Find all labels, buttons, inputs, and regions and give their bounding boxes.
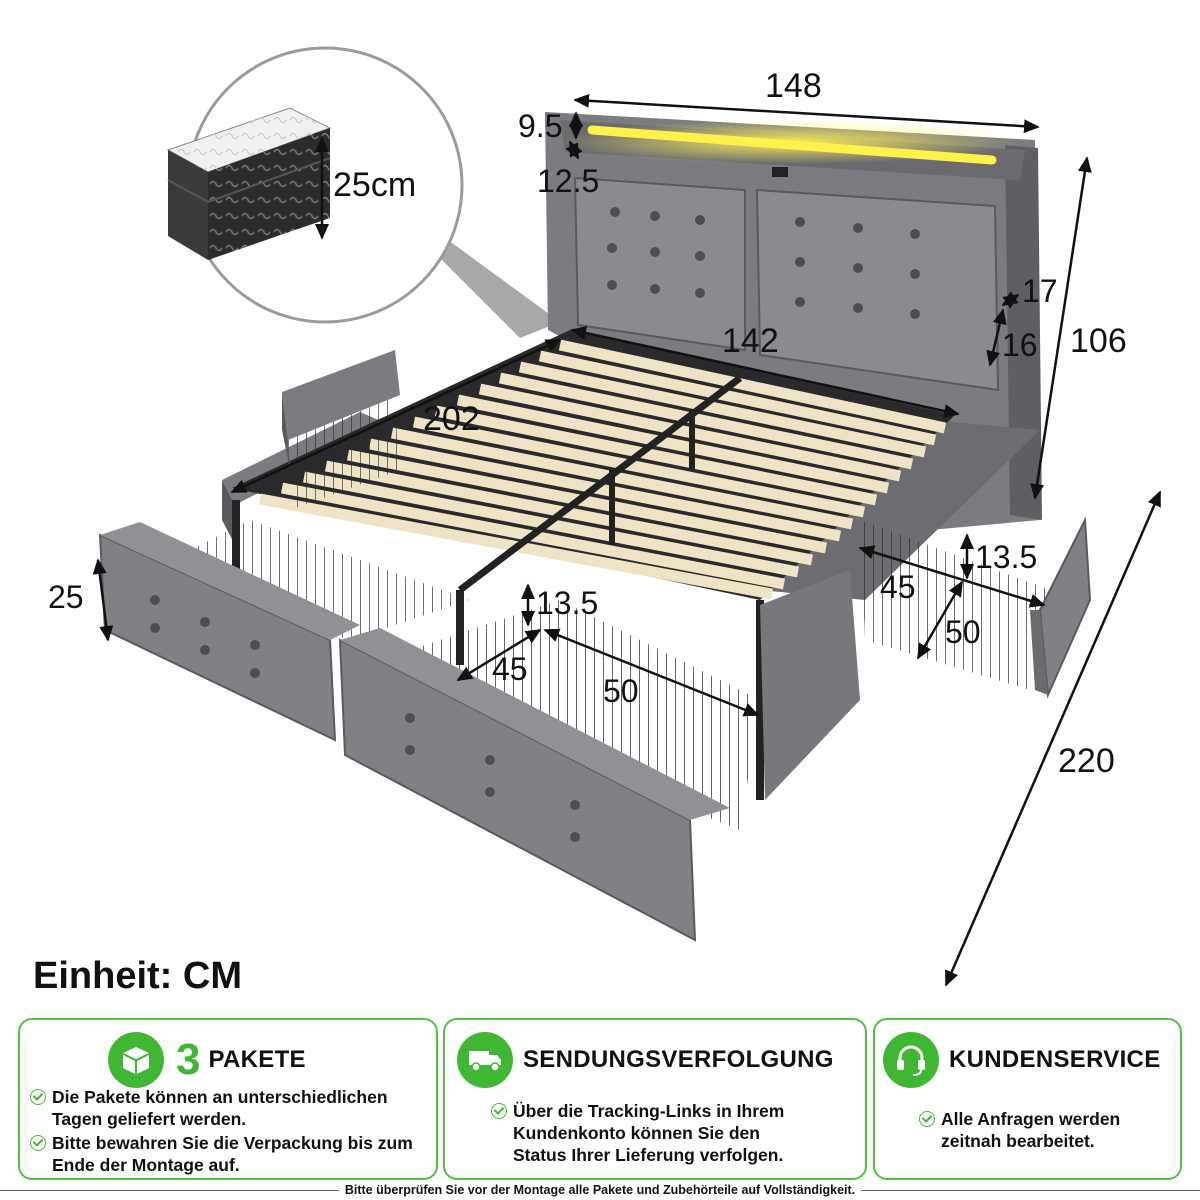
packages-item: Die Pakete können an unterschiedlichen T… — [30, 1086, 432, 1130]
delivery-truck-icon — [457, 1032, 513, 1088]
wing-depth-label: 17 — [1022, 273, 1058, 309]
headboard-cushion-left — [573, 176, 746, 352]
total-length-label: 220 — [1058, 742, 1115, 780]
side-drawer-depth-label: 45 — [880, 569, 916, 605]
led-gap-label: 12.5 — [537, 163, 599, 199]
package-icon — [108, 1032, 164, 1088]
total-height-label: 106 — [1070, 322, 1127, 360]
side-drawer-height-label: 13.5 — [975, 539, 1037, 575]
inner-width-label: 142 — [722, 322, 779, 360]
front-right-drawer — [338, 600, 760, 942]
footer: Bitte überprüfen Sie vor der Montage all… — [0, 1181, 1200, 1199]
dimension-lines — [92, 93, 1162, 987]
headboard-width-label: 148 — [765, 67, 822, 105]
led-strip-height-label: 9.5 — [518, 108, 562, 144]
front-drawer-depth-label: 45 — [492, 651, 528, 687]
package-count: 3 — [176, 1035, 201, 1084]
inner-length-label: 202 — [423, 400, 480, 438]
customer-service-item: Alle Anfragen werden zeitnah bearbeitet. — [919, 1108, 1159, 1152]
packages-item: Bitte bewahren Sie die Verpackung bis zu… — [30, 1132, 432, 1176]
dimension-labels: 148 9.5 12.5 106 17 16 142 202 220 25 13… — [48, 67, 1127, 780]
mattress-image — [166, 107, 332, 260]
front-left-drawer — [98, 520, 470, 742]
frame-height-label: 25 — [48, 579, 84, 615]
footboard-right-panel — [760, 570, 860, 800]
headset-icon — [883, 1032, 939, 1088]
check-icon — [30, 1135, 46, 1151]
tracking-item: Über die Tracking-Links in Ihrem Kundenk… — [491, 1100, 811, 1166]
customer-service-title: KUNDENSERVICE — [949, 1046, 1161, 1073]
check-icon — [30, 1089, 46, 1105]
front-drawer-width-label: 50 — [603, 673, 639, 709]
right-side-rail — [760, 420, 1040, 600]
front-drawer-height-label: 13.5 — [536, 585, 598, 621]
wing-height-label: 16 — [1002, 327, 1038, 363]
side-drawer-width-label: 50 — [945, 614, 981, 650]
check-icon — [491, 1103, 507, 1119]
tracking-card: SENDUNGSVERFOLGUNG Über die Tracking-Lin… — [443, 1018, 867, 1180]
packages-title: PAKETE — [208, 1046, 306, 1073]
tracking-title: SENDUNGSVERFOLGUNG — [523, 1046, 834, 1073]
packages-card: 3 PAKETE Die Pakete können an unterschie… — [18, 1018, 438, 1180]
unit-label: Einheit: CM — [33, 955, 242, 997]
footer-note: Bitte überprüfen Sie vor der Montage all… — [338, 1183, 862, 1197]
headboard-cushion-right — [755, 188, 1000, 392]
check-icon — [919, 1111, 935, 1127]
customer-service-card: KUNDENSERVICE Alle Anfragen werden zeitn… — [873, 1018, 1182, 1180]
led-strip — [587, 125, 997, 165]
usb-port — [772, 167, 788, 177]
mattress-height-label: 25cm — [333, 166, 416, 204]
tufting-buttons — [607, 207, 920, 319]
mattress-inset: 25cm — [166, 46, 560, 338]
